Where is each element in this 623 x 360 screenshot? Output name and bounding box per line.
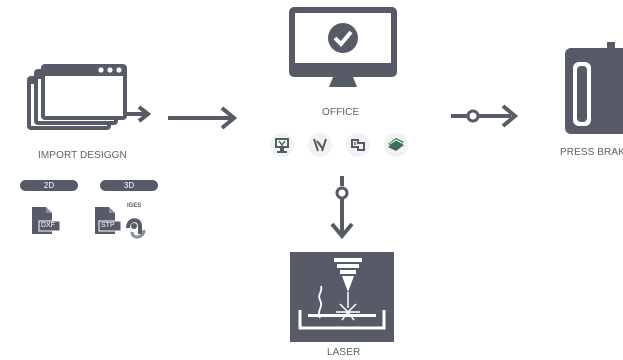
press-brake-machine-icon: [565, 42, 623, 134]
import-label: IMPORT DESIGGN: [38, 150, 127, 161]
format-2d-badge[interactable]: 2D: [20, 180, 78, 191]
unfolded-part-icon[interactable]: [346, 133, 370, 157]
sheet-stack-icon[interactable]: [384, 133, 408, 157]
laser-cutter-icon: [290, 252, 394, 342]
bending-tool-icon[interactable]: [308, 133, 332, 157]
laser-label: LASER: [327, 347, 361, 358]
iges-file-icon: IGES: [122, 203, 152, 239]
arrow-office-to-laser: [330, 176, 354, 240]
arrow-office-to-press-brake: [451, 104, 519, 128]
dxf-file-label: DXF: [41, 222, 55, 229]
stp-file-icon: STP: [93, 206, 125, 236]
cad-workstation-icon[interactable]: [270, 133, 294, 157]
arrow-import-to-office: [168, 106, 238, 130]
stp-file-label: STP: [101, 222, 115, 229]
press-brake-label: PRESS BRAKE: [560, 147, 623, 158]
office-label: OFFICE: [322, 107, 360, 118]
monitor-checkmark-icon: [289, 7, 397, 87]
dxf-file-icon: DXF: [30, 206, 62, 236]
iges-file-label: IGES: [127, 203, 142, 209]
format-3d-badge[interactable]: 3D: [100, 180, 158, 191]
application-windows-icon: [27, 64, 152, 130]
